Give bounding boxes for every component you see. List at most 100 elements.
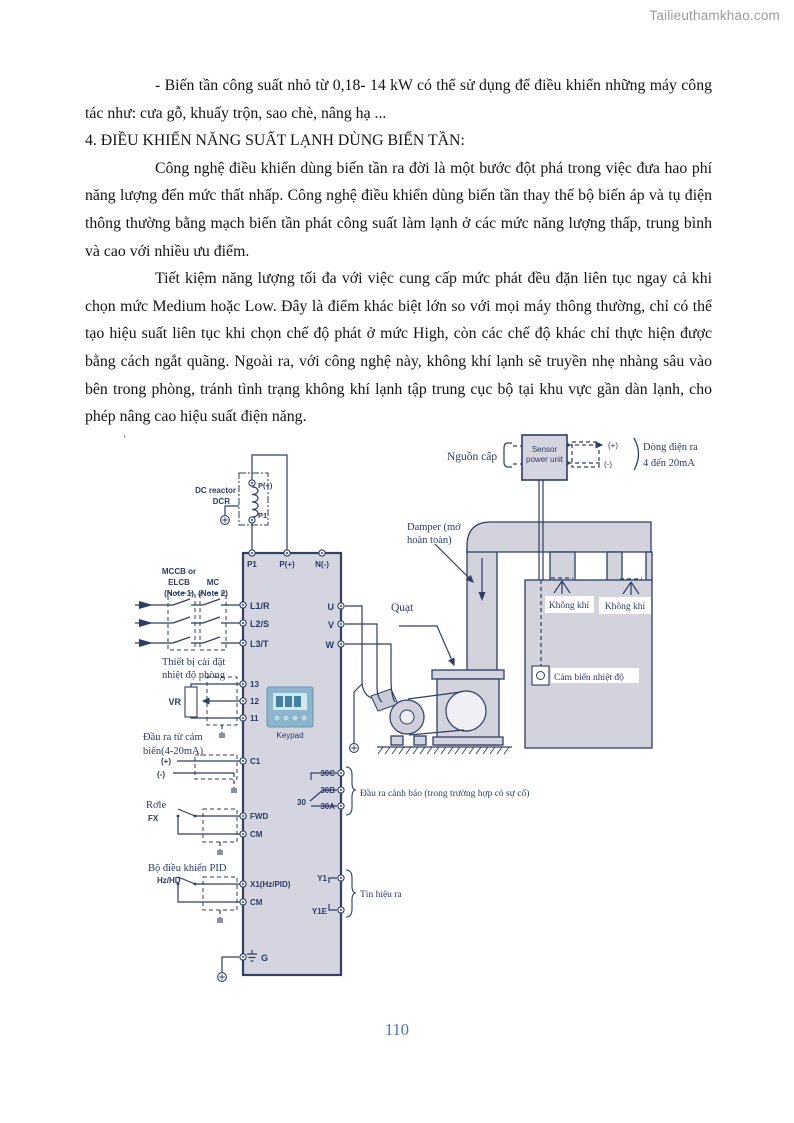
paragraph-1: - Biến tần công suất nhỏ từ 0,18- 14 kW … xyxy=(85,77,712,122)
fan-label: Quạt xyxy=(391,602,414,614)
plus-terminal-label: (+) xyxy=(608,441,618,450)
motor-wires xyxy=(345,605,396,743)
sensor-icon xyxy=(536,671,545,680)
sensor-output-label: Đầu ra từ cảm xyxy=(143,732,203,743)
fan-assembly xyxy=(370,669,512,755)
terminal-label: FWD xyxy=(250,812,268,821)
terminal-label: P1 xyxy=(247,560,257,569)
bracket-left xyxy=(503,442,522,468)
ceiling-pillar xyxy=(549,551,576,582)
signal-output xyxy=(328,869,357,918)
terminal-label: W xyxy=(326,640,335,650)
terminal-label: Y1 xyxy=(317,874,327,883)
terminal-label: CM xyxy=(250,898,263,907)
sensor-power-unit-box xyxy=(521,434,568,481)
terminal-l2s xyxy=(239,619,247,627)
terminal-cm2 xyxy=(239,898,247,906)
terminal-label: 30C xyxy=(320,769,335,778)
keypad-label: Keypad xyxy=(276,731,303,740)
damper-label: Damper (mở xyxy=(407,522,461,533)
terminal-c1 xyxy=(239,757,247,765)
terminal-x1 xyxy=(239,880,247,888)
reactor-terminal-label: P(+) xyxy=(258,481,273,490)
room-temp-label: Thiết bị cài đặt xyxy=(162,657,225,668)
terminal-label: 12 xyxy=(250,697,259,706)
belt xyxy=(407,691,465,736)
air-flow-marks xyxy=(551,577,642,595)
air-label: Không khí xyxy=(549,601,590,611)
terminal-label: V xyxy=(328,620,334,630)
terminal-label: L2/S xyxy=(250,619,269,629)
terminal-label: P(+) xyxy=(279,560,295,569)
terminal-label: G xyxy=(261,953,268,963)
g-terminal xyxy=(221,950,257,972)
air-label: Không khí xyxy=(605,602,646,612)
terminal-cm xyxy=(239,830,247,838)
terminal-n-minus xyxy=(318,549,326,557)
watermark-text: Tailieuthamkhao.com xyxy=(649,8,780,23)
terminal-label: 30B xyxy=(320,786,335,795)
current-input-wires xyxy=(173,754,243,793)
fan-leader xyxy=(399,625,455,667)
power-supply-label: Nguồn cấp xyxy=(447,450,497,463)
terminal-l1r xyxy=(239,601,247,609)
terminal-label: L3/T xyxy=(250,639,269,649)
ground-electrode-icon xyxy=(220,515,230,525)
paragraph-2: Công nghệ điều khiển dùng biến tần ra đờ… xyxy=(85,159,712,260)
terminal-30c xyxy=(337,769,345,777)
pid-mode-label: Hz/HD xyxy=(157,876,181,885)
dc-reactor-label: DCR xyxy=(213,497,231,506)
mc-label: (Note 2) xyxy=(198,589,228,598)
room-temp-label: nhiệt độ phòng xyxy=(162,670,226,681)
signal-output-label: Tín hiệu ra xyxy=(360,890,402,900)
alarm-relay xyxy=(309,766,357,816)
mccb-label: (Note 1) xyxy=(164,589,194,598)
diagram-svg: ’ Damper (mở hoàn toàn) Không khí Không … xyxy=(123,434,698,982)
inverter-box xyxy=(241,551,343,977)
sensor-label: Cảm biến nhiệt độ xyxy=(554,672,624,683)
terminal-u xyxy=(337,602,345,610)
relay-label: Rơle xyxy=(146,800,166,811)
minus-label: (-) xyxy=(157,770,165,779)
vr-potentiometer xyxy=(184,676,243,738)
terminal-g xyxy=(239,953,247,961)
terminal-label: CM xyxy=(250,830,263,839)
keypad-image xyxy=(266,686,314,728)
output-current-label: Dòng điện ra xyxy=(643,442,698,453)
terminal-p1 xyxy=(248,549,256,557)
relay-30-label: 30 xyxy=(297,798,306,807)
terminal-11 xyxy=(239,714,247,722)
air-label-box xyxy=(545,596,594,613)
sensor-drop-line xyxy=(538,480,544,666)
damper-label: hoàn toàn) xyxy=(407,535,452,546)
sensor-label-box xyxy=(551,668,639,683)
mains-input xyxy=(135,592,243,651)
plus-label: (+) xyxy=(161,757,171,766)
alarm-output-label: Đầu ra cảnh báo (trong trường hợp có sự … xyxy=(360,788,529,799)
terminal-fwd xyxy=(239,812,247,820)
terminal-label: N(-) xyxy=(315,560,329,569)
sensor-output-label: biến(4-20mA) xyxy=(143,746,204,757)
vr-label: VR xyxy=(168,697,181,707)
relay-label: FX xyxy=(148,814,159,823)
dc-reactor-label: DC reactor xyxy=(195,486,236,495)
ground-electrode-icon xyxy=(217,972,227,982)
terminal-l3t xyxy=(239,639,247,647)
terminal-v xyxy=(337,620,345,628)
terminal-w xyxy=(337,640,345,648)
terminal-label: U xyxy=(328,602,335,612)
ground-electrode-icon xyxy=(349,743,359,753)
terminal-label: Y1E xyxy=(312,907,328,916)
terminal-y1e xyxy=(337,906,345,914)
page-number: 110 xyxy=(384,1020,410,1039)
fan-pulley xyxy=(445,690,487,732)
sensor-power-label: Sensor xyxy=(532,445,558,454)
section-heading: 4. ĐIỀU KHIỂN NĂNG SUẤT LẠNH DÙNG BIẾN T… xyxy=(85,132,465,150)
terminal-12 xyxy=(239,697,247,705)
air-label-box xyxy=(599,597,651,614)
output-current-label: 4 đến 20mA xyxy=(643,458,695,469)
terminal-label: C1 xyxy=(250,757,261,766)
terminal-p-plus xyxy=(283,549,291,557)
terminal-label: X1(Hz/PID) xyxy=(250,880,291,889)
terminal-label: 11 xyxy=(250,714,259,723)
